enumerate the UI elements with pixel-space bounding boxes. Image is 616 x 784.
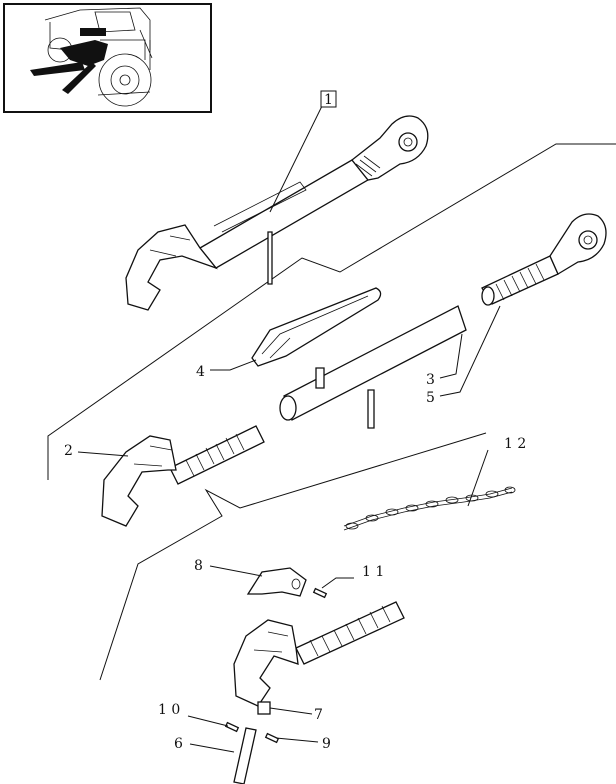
chain <box>343 486 516 531</box>
link-tube <box>279 305 467 429</box>
callout-10: 1 0 <box>158 702 180 718</box>
leader-lines <box>77 105 501 753</box>
callout-3: 3 <box>426 372 435 388</box>
callout-5: 5 <box>426 390 435 406</box>
callout-9: 9 <box>322 736 331 752</box>
callout-1-box <box>320 90 337 108</box>
tractor-thumbnail <box>3 3 212 113</box>
callout-12: 1 2 <box>504 436 526 452</box>
threaded-rod-right <box>481 213 607 306</box>
hook-end-threaded <box>101 425 265 527</box>
bushing <box>257 701 271 715</box>
callout-6: 6 <box>174 736 183 752</box>
handle-pin <box>233 727 257 784</box>
callout-labels: 1 2 3 4 5 6 7 8 9 1 0 1 1 1 2 <box>64 90 526 752</box>
top-link-assembly <box>125 115 429 311</box>
callout-4: 4 <box>196 364 205 380</box>
hook-end-assembly <box>233 601 405 707</box>
callout-11: 1 1 <box>362 564 384 580</box>
section-outline <box>47 143 616 681</box>
callout-7: 7 <box>314 707 323 723</box>
latch-cover <box>246 567 307 597</box>
small-pins <box>224 587 328 744</box>
spring-clip <box>251 287 382 367</box>
callout-1: 1 <box>324 92 333 108</box>
callout-8: 8 <box>194 558 203 574</box>
callout-2: 2 <box>64 443 73 459</box>
